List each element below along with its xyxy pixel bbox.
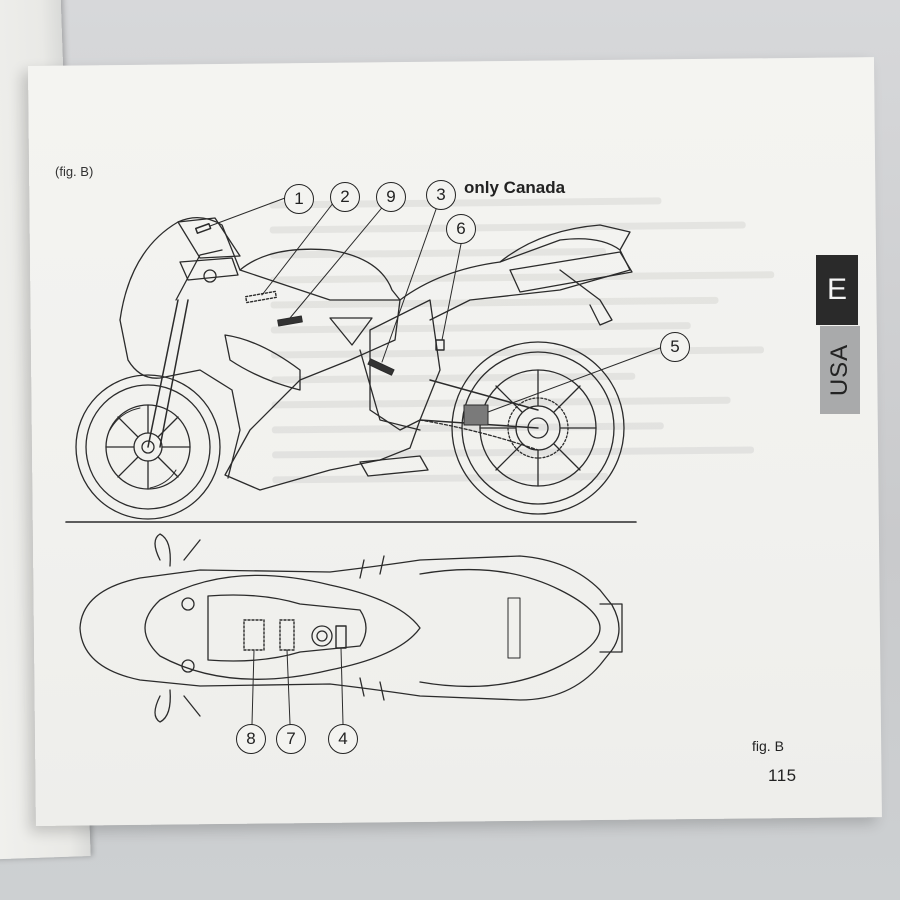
rear-wheel — [451, 341, 625, 515]
callout-1: 1 — [284, 184, 314, 214]
front-wheel — [75, 374, 221, 520]
callout-5: 5 — [660, 332, 690, 362]
callout-6: 6 — [446, 214, 476, 244]
section-tab-e: E — [816, 255, 858, 325]
fuel-tank — [239, 248, 401, 301]
figure-label-top: (fig. B) — [55, 164, 94, 179]
callout-4: 4 — [328, 724, 358, 754]
callout-7: 7 — [276, 724, 306, 754]
callout-3: 3 — [426, 180, 456, 210]
side-view — [75, 197, 661, 520]
callout-9: 9 — [376, 182, 406, 212]
exhaust — [509, 251, 633, 293]
fairing-outline — [119, 217, 421, 491]
top-body-outline — [79, 555, 620, 701]
callout-8: 8 — [236, 724, 266, 754]
region-tab-usa: USA — [820, 326, 860, 414]
top-view — [79, 533, 623, 725]
callout-2: 2 — [330, 182, 360, 212]
figure-label-bottom: fig. B — [752, 738, 784, 754]
front-fork — [147, 299, 189, 448]
only-canada-note: only Canada — [464, 178, 566, 197]
page-number: 115 — [768, 766, 797, 785]
